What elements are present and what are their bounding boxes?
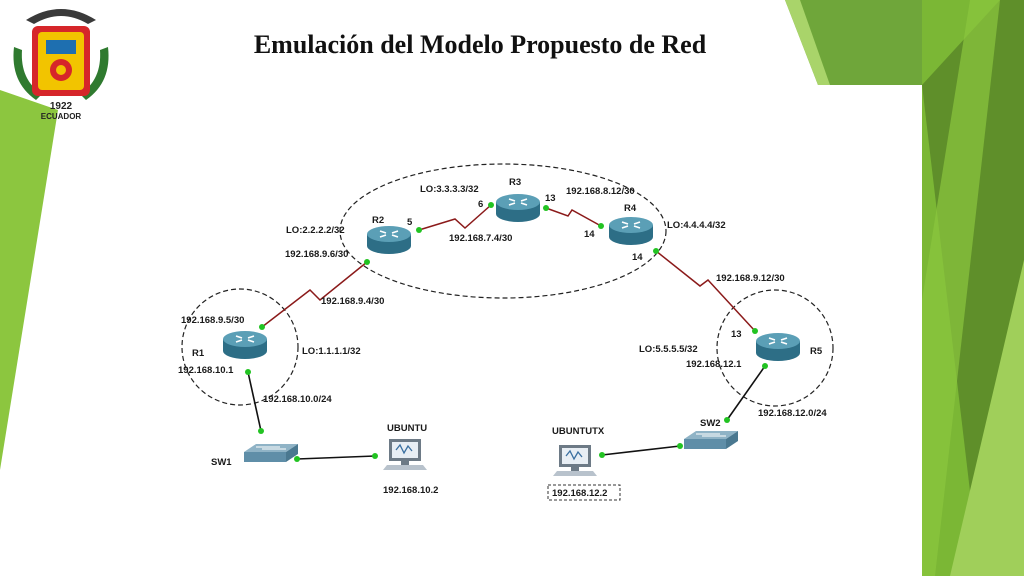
university-crest: 1922 ECUADOR: [13, 9, 109, 120]
router-r3[interactable]: [495, 193, 541, 223]
label-r1-wan-ip: 192.168.9.5/30: [181, 315, 244, 326]
link-r5-sw2: [726, 365, 766, 421]
pc2-ip-box: [547, 484, 621, 501]
top-right-green-light: [785, 0, 830, 85]
left-green-wedge: [0, 90, 58, 470]
link-sw2-ubuntutx: [601, 445, 681, 456]
right-green-light-streak: [950, 260, 1024, 576]
port-r3-6: 6: [478, 199, 483, 210]
label-r3-r4-ip: 192.168.8.12/30: [566, 186, 635, 197]
label-r5: R5: [810, 346, 823, 357]
router-r5[interactable]: [755, 332, 801, 362]
label-net-r2-r3: 192.168.7.4/30: [449, 233, 512, 244]
port-r2-5: 5: [407, 217, 413, 228]
router-r1[interactable]: [222, 330, 268, 360]
right-green-mid-streak: [922, 0, 1000, 576]
router-r2[interactable]: [366, 225, 412, 255]
switch-sw2[interactable]: [683, 430, 739, 450]
label-r1-loopback: LO:1.1.1.1/32: [302, 346, 361, 357]
port-dots: [245, 202, 768, 462]
label-r5-lan-ip: 192.168.12.1: [686, 359, 742, 370]
r5-area-circle: [716, 289, 834, 407]
label-pc2-ip: 192.168.12.2: [552, 488, 607, 499]
label-r2-loopback: LO:2.2.2.2/32: [286, 225, 345, 236]
label-r4-loopback: LO:4.4.4.4/32: [667, 220, 726, 231]
pc-ubuntutx[interactable]: [552, 444, 598, 477]
label-net-r1-r2: 192.168.9.4/30: [321, 296, 384, 307]
link-r3-r4: [545, 207, 602, 227]
label-r1: R1: [192, 348, 205, 359]
label-net-r4-r5: 192.168.9.12/30: [716, 273, 785, 284]
link-r4-r5: [655, 250, 756, 332]
port-r5-13: 13: [731, 329, 742, 340]
label-r2: R2: [372, 215, 384, 226]
link-sw1-ubuntu: [296, 455, 376, 460]
label-r3: R3: [509, 177, 521, 188]
label-pc-ubuntutx: UBUNTUTX: [552, 426, 605, 437]
slide-title: Emulación del Modelo Propuesto de Red: [253, 30, 707, 59]
port-r4-14b: 14: [632, 252, 643, 263]
r1-area-circle: [181, 288, 299, 406]
port-r4-14a: 14: [584, 229, 595, 240]
port-r3-13: 13: [545, 193, 556, 204]
link-r1-r2: [261, 261, 368, 328]
label-lan1: 192.168.10.0/24: [263, 394, 332, 405]
label-r3-loopback: LO:3.3.3.3/32: [420, 184, 479, 195]
svg-text:1922: 1922: [50, 101, 73, 112]
label-lan2: 192.168.12.0/24: [758, 408, 827, 419]
router-r4[interactable]: [608, 216, 654, 246]
label-pc-ubuntu: UBUNTU: [387, 423, 427, 434]
label-sw1: SW1: [211, 457, 232, 468]
svg-text:ECUADOR: ECUADOR: [41, 112, 82, 120]
label-sw2: SW2: [700, 418, 721, 429]
switch-sw1[interactable]: [243, 443, 299, 463]
link-r1-sw1: [247, 371, 262, 432]
label-r5-loopback: LO:5.5.5.5/32: [639, 344, 698, 355]
pc-ubuntu[interactable]: [382, 438, 428, 471]
label-r4: R4: [624, 203, 637, 214]
label-r1-lan-ip: 192.168.10.1: [178, 365, 234, 376]
label-r2-wan-ip: 192.168.9.6/30: [285, 249, 348, 260]
link-r2-r3: [418, 204, 492, 231]
core-area-ellipse: [339, 163, 667, 299]
label-pc1-ip: 192.168.10.2: [383, 485, 438, 496]
